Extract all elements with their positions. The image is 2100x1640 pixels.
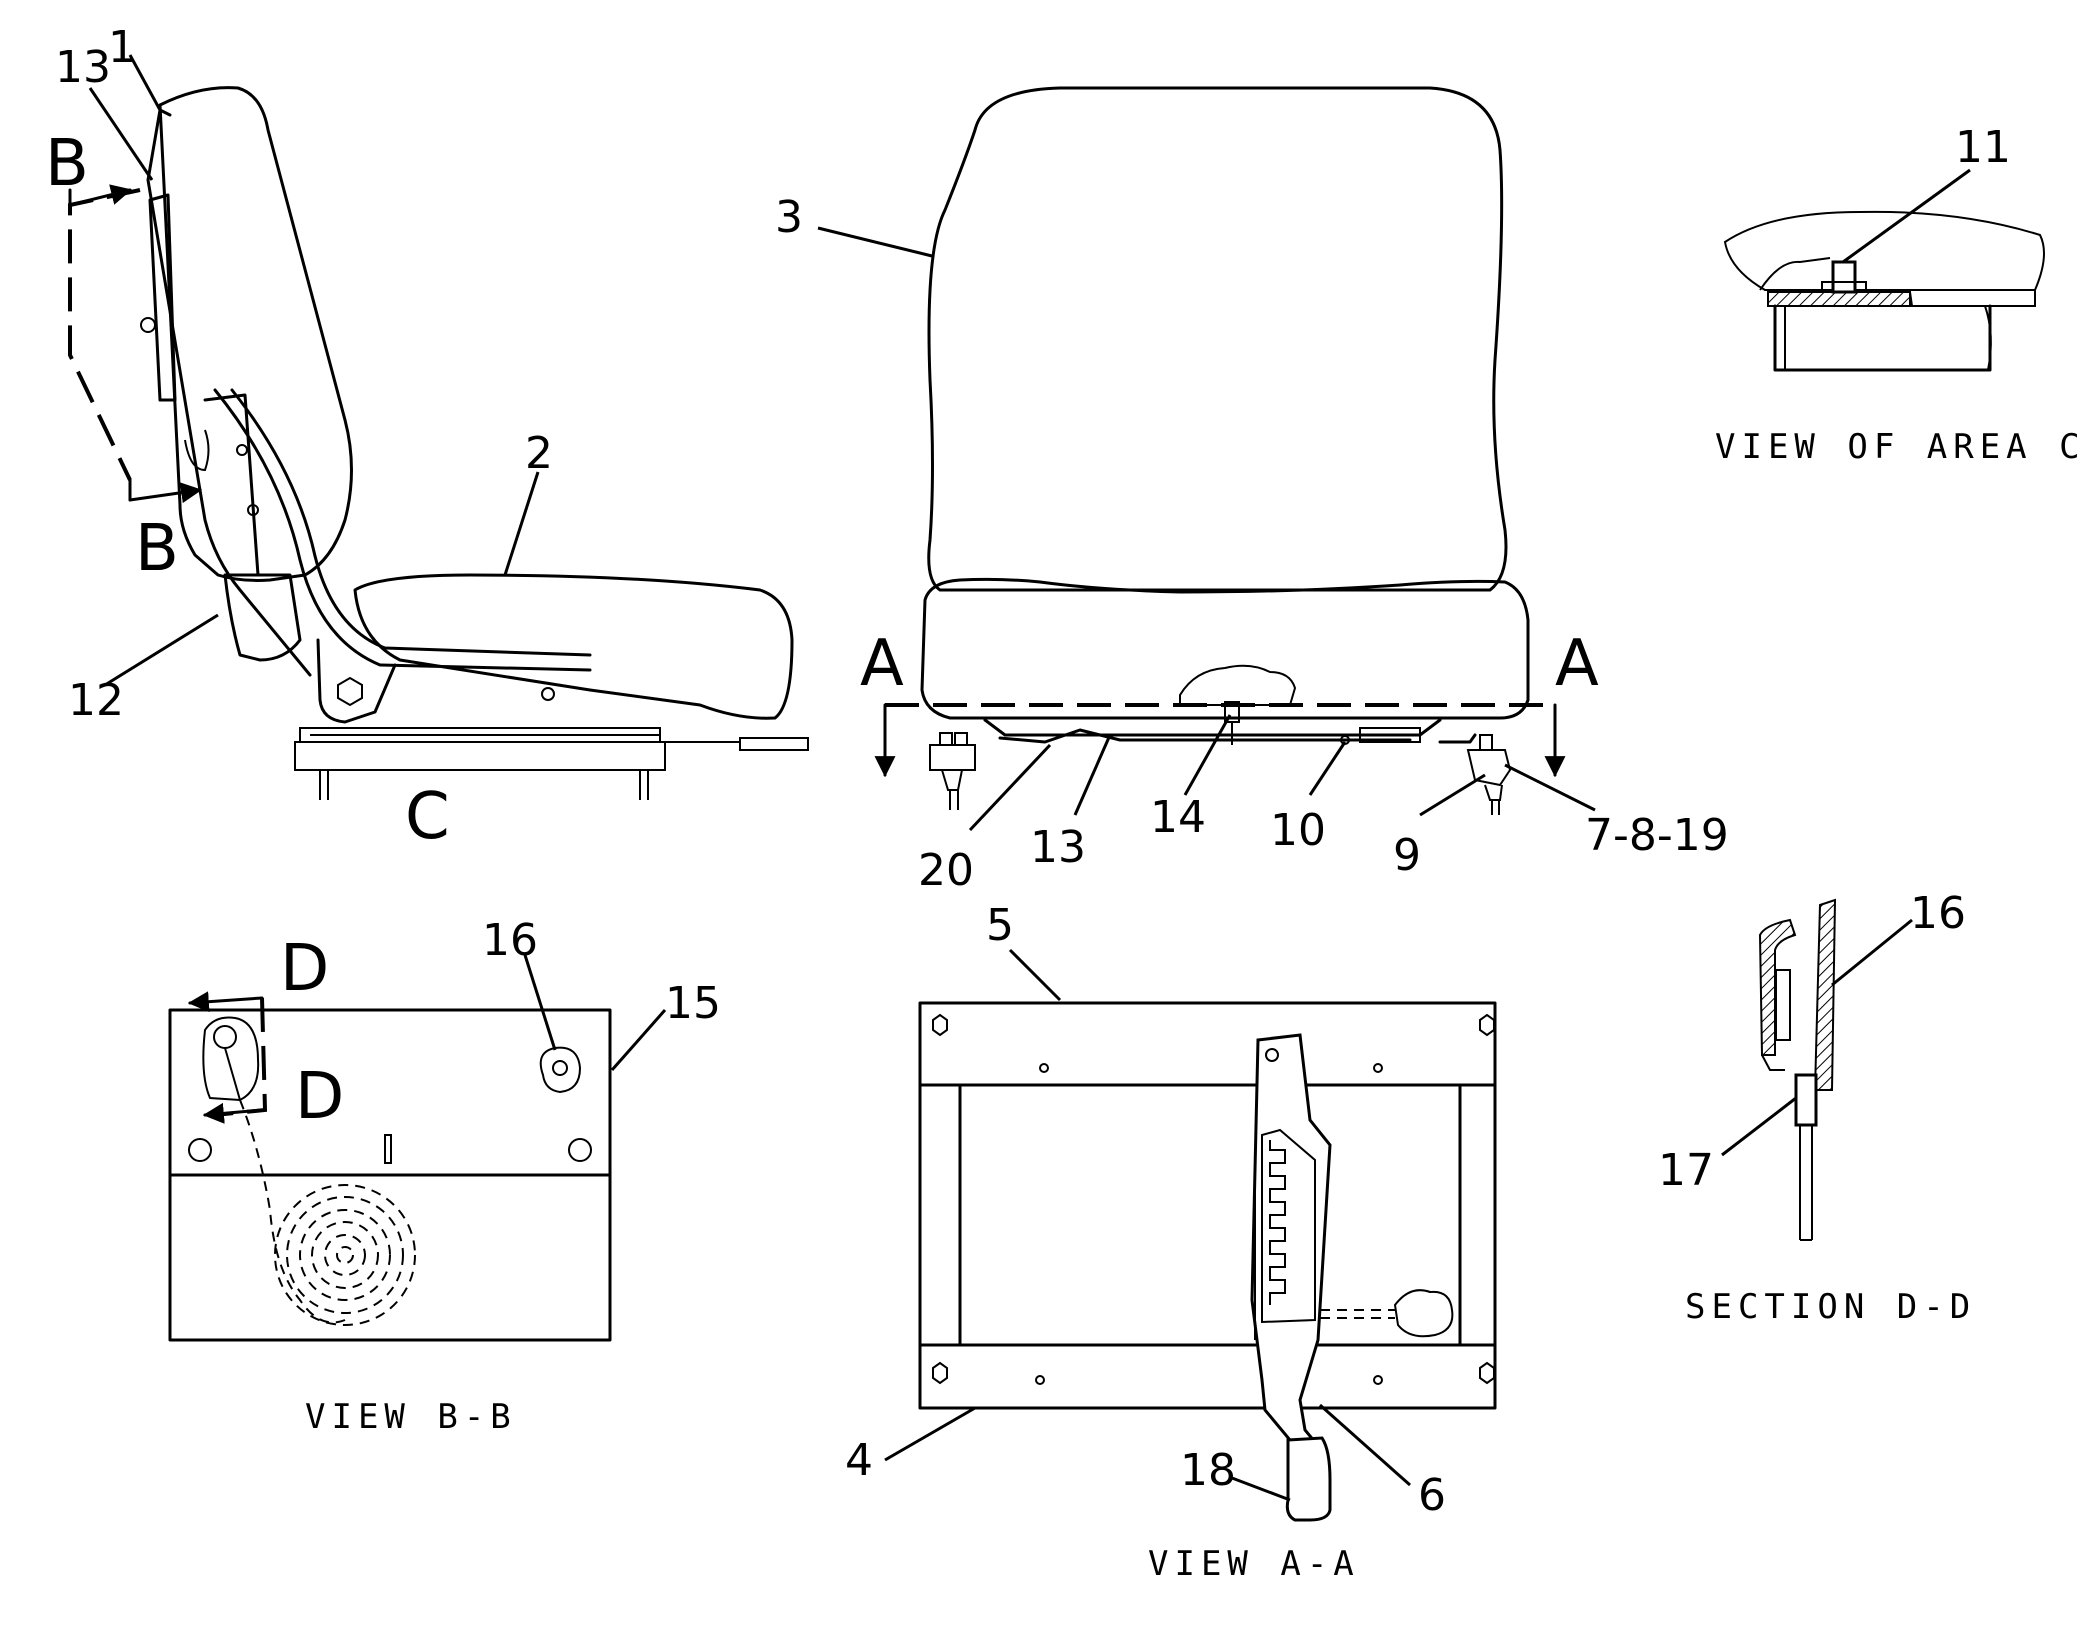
callout-11: 11 xyxy=(1955,122,2011,173)
leader-lines xyxy=(88,54,1971,1502)
section-marker-a-left: A xyxy=(860,627,904,701)
callout-9: 9 xyxy=(1393,830,1421,881)
caption-section-d-d: SECTION D-D xyxy=(1685,1287,1976,1327)
caption-view-of-area-c: VIEW OF AREA C xyxy=(1715,427,2086,467)
section-marker-d-bottom: D xyxy=(295,1060,344,1134)
callout-6: 6 xyxy=(1418,1470,1446,1521)
callout-16-view-bb: 16 xyxy=(482,915,538,966)
caption-view-a-a: VIEW A-A xyxy=(1148,1544,1360,1584)
callout-13-front: 13 xyxy=(1030,822,1086,873)
coil-spring xyxy=(274,1184,416,1326)
view-b-b xyxy=(168,1008,612,1342)
view-a-a xyxy=(918,1001,1497,1522)
section-marker-b-top: B xyxy=(45,127,89,201)
seat-side-view xyxy=(140,86,809,800)
callout-16-section-dd: 16 xyxy=(1910,888,1966,939)
callout-14: 14 xyxy=(1150,792,1206,843)
section-d-d xyxy=(1758,898,1837,1241)
callout-2: 2 xyxy=(525,428,553,479)
callout-4: 4 xyxy=(845,1435,873,1486)
callout-12: 12 xyxy=(68,675,124,726)
callout-20: 20 xyxy=(918,845,974,896)
callout-5: 5 xyxy=(986,900,1014,951)
callout-18: 18 xyxy=(1180,1445,1236,1496)
caption-view-b-b: VIEW B-B xyxy=(305,1397,517,1437)
callout-3: 3 xyxy=(775,192,803,243)
view-of-area-c xyxy=(1723,210,2045,372)
section-marker-c: C xyxy=(405,780,450,854)
callout-10: 10 xyxy=(1270,805,1326,856)
section-marker-b-bottom: B xyxy=(135,512,179,586)
callout-1: 1 xyxy=(108,22,136,73)
section-marker-a-right: A xyxy=(1555,627,1599,701)
callout-17: 17 xyxy=(1658,1145,1714,1196)
section-marker-d-top: D xyxy=(280,932,329,1006)
callout-15: 15 xyxy=(665,978,721,1029)
callout-7-8-19: 7-8-19 xyxy=(1585,810,1729,861)
callout-13-side: 13 xyxy=(55,42,111,93)
